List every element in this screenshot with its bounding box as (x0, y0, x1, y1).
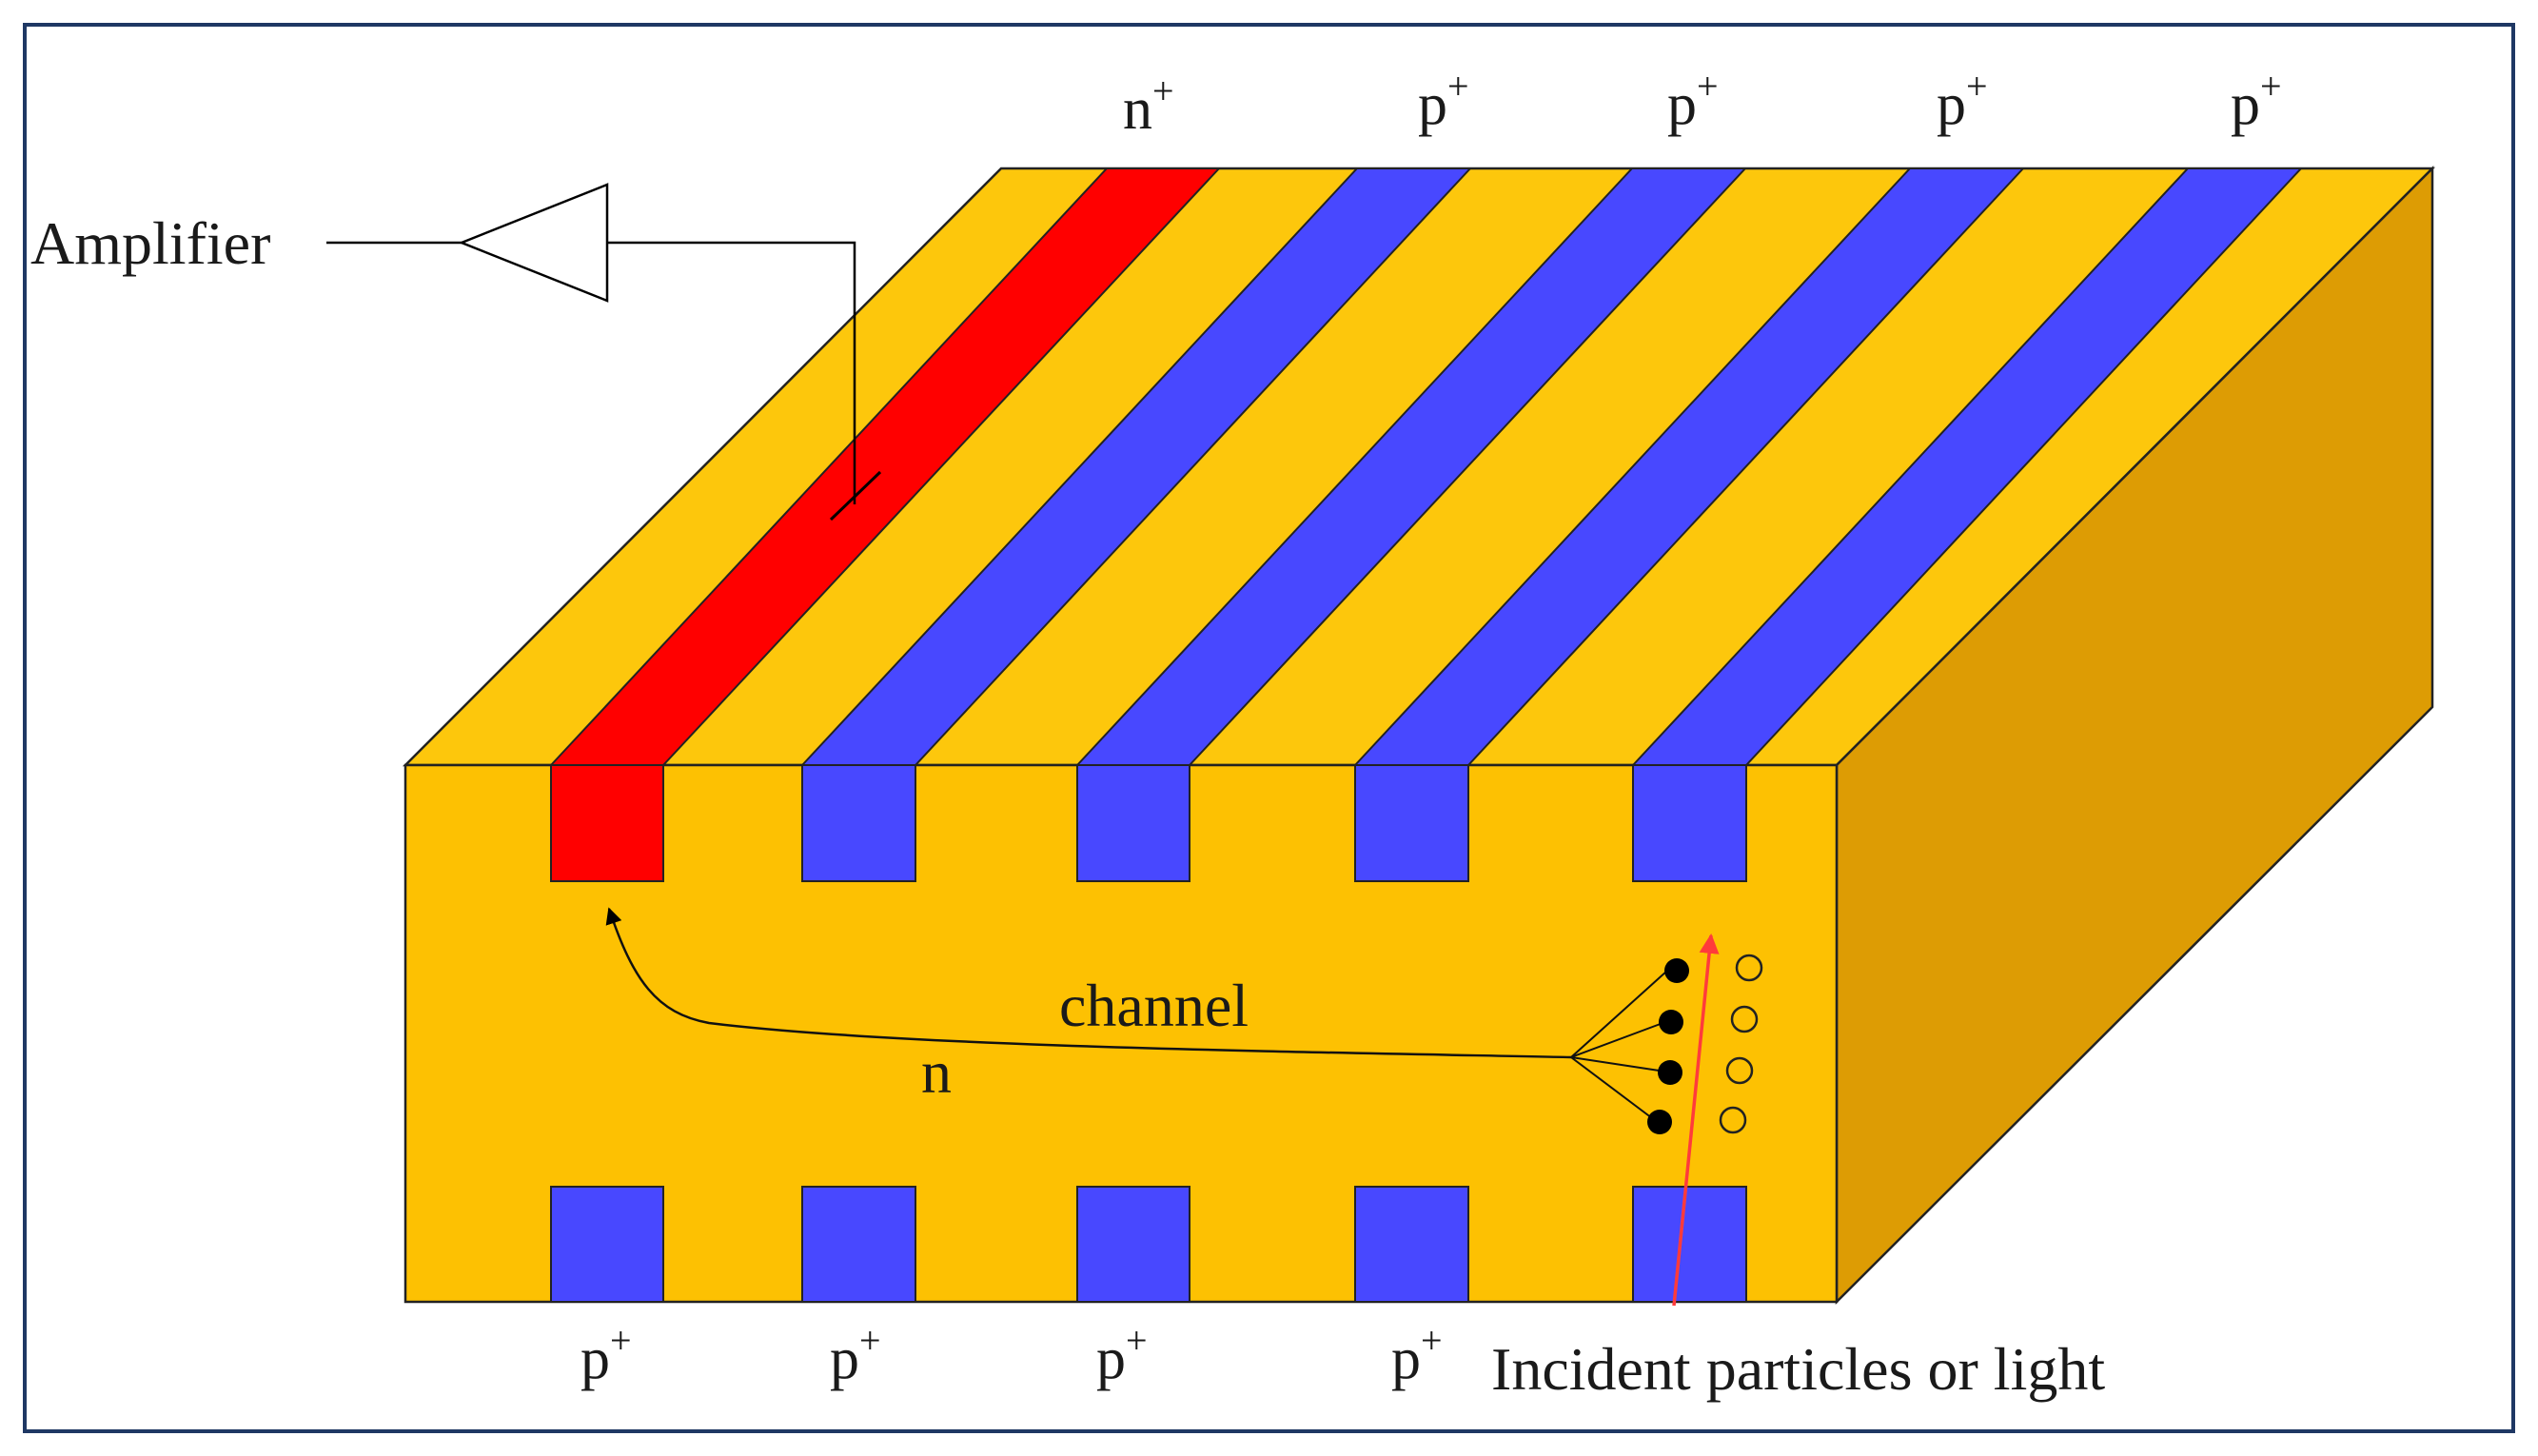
electrode-label-p-plus: p+ (1391, 1319, 1443, 1391)
electron-dot (1664, 958, 1689, 983)
electrode-label-n-plus: n+ (1123, 69, 1174, 142)
p-plus-implant (1632, 764, 1747, 882)
p-plus-implant (1076, 764, 1190, 882)
electrode-label-p-plus: p+ (1937, 65, 1988, 137)
charge-fan-lines (1570, 970, 1668, 1122)
hole-circle (1730, 1005, 1759, 1033)
hole-circle (1725, 1056, 1754, 1085)
electron-dot (1647, 1110, 1672, 1134)
hole-circle (1719, 1106, 1747, 1134)
n-plus-implant (550, 764, 664, 882)
electrode-label-p-plus: p+ (1096, 1319, 1148, 1391)
charge-carriers (1647, 954, 1763, 1134)
amplifier-label: Amplifier (30, 209, 270, 277)
front-bottom-implant-group (550, 1186, 1747, 1303)
n-region-label: n (921, 1038, 952, 1106)
hole-circle (1735, 954, 1763, 982)
electron-dot (1658, 1060, 1682, 1085)
incident-label: Incident particles or light (1491, 1335, 2105, 1403)
p-plus-implant (550, 1186, 664, 1303)
top-strip-group (548, 167, 2304, 766)
electrode-label-p-plus: p+ (1418, 65, 1469, 137)
electrode-label-p-plus: p+ (830, 1319, 881, 1391)
electron-dot (1659, 1010, 1683, 1034)
p-plus-implant (1076, 1186, 1190, 1303)
p-plus-implant (1632, 1186, 1747, 1303)
top-electrode-labels: n+ p+ p+ p+ p+ (1123, 65, 2282, 142)
electrode-label-p-plus: p+ (2231, 65, 2282, 137)
p-plus-implant (801, 1186, 916, 1303)
channel-label: channel (1059, 972, 1249, 1039)
front-top-implant-group (550, 764, 1747, 882)
amplifier-triangle-icon (326, 183, 882, 521)
contact-tick (829, 470, 882, 521)
electrode-label-p-plus: p+ (580, 1319, 632, 1391)
electrode-label-p-plus: p+ (1667, 65, 1719, 137)
p-plus-implant (1354, 764, 1469, 882)
p-plus-implant (801, 764, 916, 882)
figure-frame (23, 23, 2515, 1433)
p-plus-implant (1354, 1186, 1469, 1303)
incident-arrow-icon (1672, 933, 1720, 1307)
bottom-electrode-labels: p+ p+ p+ p+ (580, 1319, 1443, 1391)
channel-path-arrow (605, 907, 1572, 1059)
